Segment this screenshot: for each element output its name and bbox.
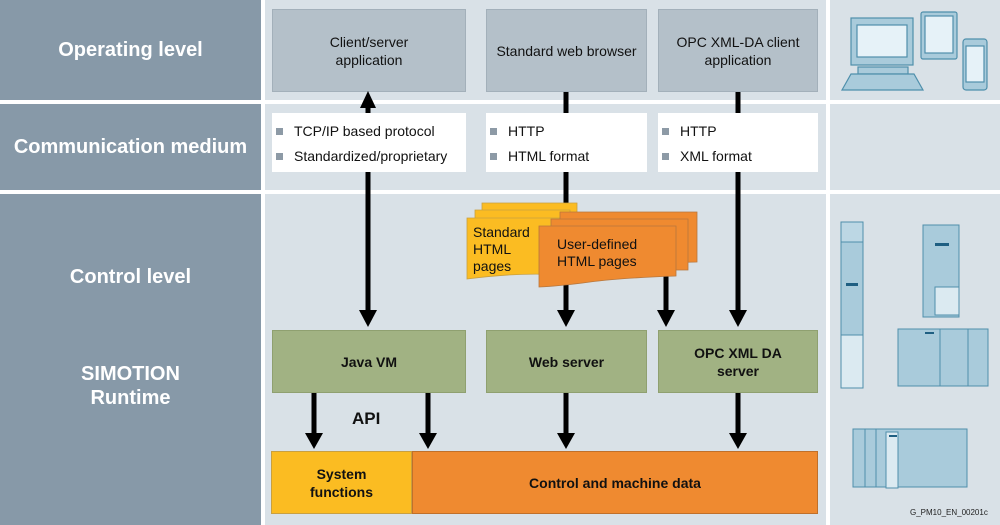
api-label: API bbox=[352, 409, 381, 428]
comm-item: Standardized/proprietary bbox=[276, 148, 466, 173]
user-defined-html-pages-doc bbox=[538, 211, 698, 288]
drive-controller-tall-icon bbox=[840, 221, 864, 389]
standard-html-pages-label: Standard HTML pages bbox=[473, 224, 530, 274]
level-operating: Operating level bbox=[0, 0, 261, 100]
device-panel-communication bbox=[830, 104, 1000, 190]
modular-controller-icon bbox=[897, 328, 989, 387]
drive-controller-compact-icon bbox=[922, 224, 960, 318]
pc-monitor-icon bbox=[840, 17, 925, 91]
comm-item: HTTP bbox=[662, 123, 818, 148]
web-server-box: Web server bbox=[486, 330, 647, 393]
level-control-runtime: Control level SIMOTION Runtime bbox=[0, 194, 261, 525]
comm-item: HTML format bbox=[490, 148, 647, 173]
comm-item: TCP/IP based protocol bbox=[276, 123, 466, 148]
comm-item: XML format bbox=[662, 148, 818, 173]
arrow-opc-server-to-machine-data bbox=[729, 393, 747, 449]
comm-box-http-html: HTTP HTML format bbox=[486, 113, 647, 172]
arrow-opc-client-to-server bbox=[729, 92, 747, 327]
embedded-controller-icon bbox=[852, 428, 968, 489]
opc-xml-da-server-box: OPC XML DA server bbox=[658, 330, 818, 393]
smartphone-icon bbox=[962, 38, 988, 91]
arrow-user-pages-to-web-server bbox=[657, 270, 675, 327]
user-defined-html-pages-label: User-defined HTML pages bbox=[557, 236, 638, 269]
level-runtime: SIMOTION Runtime bbox=[0, 360, 261, 412]
comm-box-http-xml: HTTP XML format bbox=[658, 113, 818, 172]
arrow-java-vm-to-system-functions bbox=[305, 393, 323, 449]
system-functions-box: System functions bbox=[271, 451, 412, 514]
opc-client-app-box: OPC XML-DA client application bbox=[658, 9, 818, 92]
client-server-app-box: Client/server application bbox=[272, 9, 466, 92]
comm-item: HTTP bbox=[490, 123, 647, 148]
reference-code: G_PM10_EN_00201c bbox=[910, 508, 988, 517]
control-machine-data-box: Control and machine data bbox=[412, 451, 818, 514]
java-vm-box: Java VM bbox=[272, 330, 466, 393]
arrow-java-vm-to-client bbox=[359, 91, 377, 327]
comm-box-tcpip: TCP/IP based protocol Standardized/propr… bbox=[272, 113, 466, 172]
level-communication: Communication medium bbox=[0, 104, 261, 190]
web-browser-box: Standard web browser bbox=[486, 9, 647, 92]
arrow-java-vm-to-machine-data bbox=[419, 393, 437, 449]
arrow-web-server-to-machine-data bbox=[557, 393, 575, 449]
level-control: Control level bbox=[0, 264, 261, 290]
tablet-icon bbox=[920, 11, 958, 60]
